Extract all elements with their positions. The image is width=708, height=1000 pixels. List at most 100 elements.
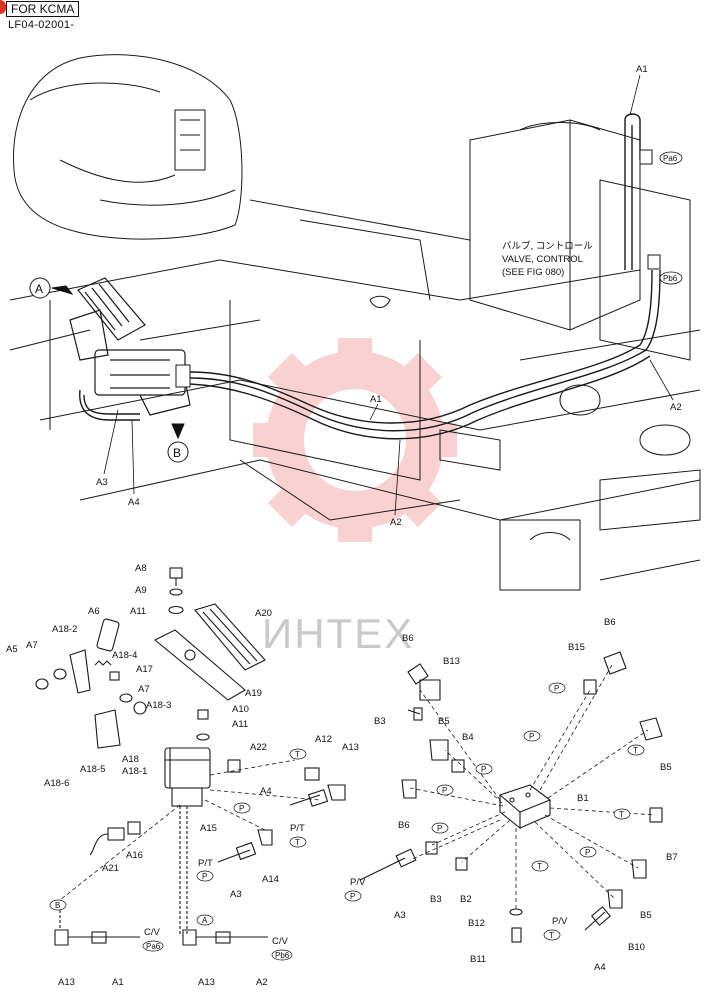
part-label-b1: B1 bbox=[577, 793, 589, 804]
part-label-a6: A6 bbox=[88, 606, 100, 617]
part-label-a3-mid: A3 bbox=[230, 889, 242, 900]
watermark-gear-icon bbox=[253, 338, 457, 542]
line-label-pt-2: P/T bbox=[198, 858, 213, 869]
part-label-a18-1: A18-1 bbox=[122, 766, 147, 777]
svg-text:A: A bbox=[202, 916, 208, 925]
svg-text:T: T bbox=[295, 838, 300, 847]
part-label-a14: A14 bbox=[262, 874, 279, 885]
part-label-a10: A10 bbox=[232, 704, 249, 715]
watermark-text: ИНТЕХ bbox=[262, 610, 414, 657]
part-label-a13-top: A13 bbox=[342, 742, 359, 753]
part-label-b7: B7 bbox=[666, 852, 678, 863]
part-label-b5-lower: B5 bbox=[640, 910, 652, 921]
svg-text:P: P bbox=[442, 786, 447, 795]
part-label-a18-5: A18-5 bbox=[80, 764, 105, 775]
part-label-a7-left: A7 bbox=[26, 640, 38, 651]
view-a-marker: A bbox=[29, 277, 74, 299]
part-label-a15: A15 bbox=[200, 823, 217, 834]
part-label-a2-mid: A2 bbox=[390, 517, 402, 528]
part-label-a18-4: A18-4 bbox=[112, 650, 137, 661]
part-label-a4-right: A4 bbox=[594, 962, 606, 973]
svg-text:P: P bbox=[529, 732, 534, 741]
part-label-b15: B15 bbox=[568, 642, 585, 653]
port-tags-right: P P T P P T P P T P T bbox=[344, 682, 645, 941]
part-label-a21: A21 bbox=[102, 863, 119, 874]
part-label-a16: A16 bbox=[126, 850, 143, 861]
top-callouts: A1 バルブ, コントロール VALVE, CONTROL (SEE FIG 0… bbox=[96, 64, 682, 528]
pedal-valve-assembly bbox=[69, 277, 191, 416]
svg-text:P: P bbox=[554, 684, 559, 693]
svg-text:Pb6: Pb6 bbox=[663, 274, 678, 283]
part-label-a18-3: A18-3 bbox=[146, 700, 171, 711]
line-label-cv-2: C/V bbox=[272, 936, 289, 947]
part-label-a8: A8 bbox=[135, 563, 147, 574]
svg-text:T: T bbox=[633, 746, 638, 755]
pedal-valve-exploded bbox=[35, 567, 346, 946]
line-label-cv-1: C/V bbox=[144, 927, 161, 938]
part-label-a2-bottom: A2 bbox=[256, 977, 268, 988]
part-label-a17: A17 bbox=[136, 664, 153, 675]
dashed-leaders-right bbox=[409, 664, 656, 910]
part-label-b6-lower: B6 bbox=[398, 820, 410, 831]
part-label-a11-top: A11 bbox=[130, 606, 146, 617]
part-label-b12: B12 bbox=[468, 918, 485, 929]
svg-text:P: P bbox=[585, 848, 590, 857]
svg-text:Pa6: Pa6 bbox=[146, 942, 161, 951]
part-label-b5-left: B5 bbox=[438, 716, 450, 727]
part-label-a11-bottom: A11 bbox=[232, 719, 248, 730]
part-label-a1-bottom: A1 bbox=[112, 977, 124, 988]
valve-callout-ref: (SEE FIG 080) bbox=[502, 267, 564, 278]
dashed-leaders-left bbox=[59, 759, 321, 901]
machine-frame bbox=[9, 54, 701, 591]
part-label-b11: B11 bbox=[470, 954, 486, 965]
part-label-a18-6: A18-6 bbox=[44, 778, 69, 789]
labels-pedal-exploded: A8 A9 A11 A20 A6 A18-2 A7 A5 A18-4 A17 A… bbox=[6, 563, 359, 988]
part-label-a4-mid: A4 bbox=[260, 786, 272, 797]
valve-callout-en: VALVE, CONTROL bbox=[502, 254, 583, 265]
part-label-a18: A18 bbox=[122, 754, 139, 765]
part-label-a7-mid: A7 bbox=[138, 684, 150, 695]
svg-text:P: P bbox=[239, 804, 244, 813]
valve-callout-jp: バルブ, コントロール bbox=[502, 240, 593, 252]
part-label-a1-mid: A1 bbox=[370, 394, 382, 405]
part-label-b4: B4 bbox=[462, 732, 474, 743]
svg-text:P: P bbox=[437, 824, 442, 833]
part-label-b5-right: B5 bbox=[660, 762, 672, 773]
manifold-exploded bbox=[359, 651, 663, 943]
svg-text:T: T bbox=[537, 862, 542, 871]
port-tags-left: T P T P B A Pa6 Pb6 bbox=[49, 748, 307, 961]
svg-text:B: B bbox=[173, 446, 181, 460]
part-label-a4-top: A4 bbox=[128, 497, 140, 508]
part-label-a9: A9 bbox=[135, 585, 147, 596]
line-label-pt: P/T bbox=[290, 823, 305, 834]
svg-text:A: A bbox=[35, 282, 43, 296]
part-label-a3-right: A3 bbox=[394, 910, 406, 921]
part-label-a18-2: A18-2 bbox=[52, 624, 77, 635]
model-tag: FOR KCMA bbox=[6, 1, 80, 17]
svg-text:P: P bbox=[350, 892, 355, 901]
part-label-b6-right: B6 bbox=[604, 617, 616, 628]
part-label-a2-right: A2 bbox=[670, 402, 682, 413]
svg-text:T: T bbox=[549, 931, 554, 940]
top-fittings bbox=[175, 149, 661, 388]
svg-text:P: P bbox=[481, 765, 486, 774]
part-label-a19: A19 bbox=[245, 688, 262, 699]
line-label-pv: P/V bbox=[350, 877, 366, 888]
part-label-a12: A12 bbox=[315, 734, 332, 745]
hose-runs-a1-a2 bbox=[79, 113, 661, 440]
svg-text:B: B bbox=[55, 901, 60, 910]
svg-text:Pa6: Pa6 bbox=[663, 154, 678, 163]
view-b-marker: B bbox=[167, 423, 189, 463]
part-label-a1-top: A1 bbox=[636, 64, 648, 75]
part-label-b2: B2 bbox=[460, 894, 472, 905]
svg-text:P: P bbox=[202, 872, 207, 881]
labels-manifold-exploded: B6 B13 B3 B5 B4 B6 B3 B2 P/V A3 B12 B11 … bbox=[350, 617, 678, 973]
line-label-pv-2: P/V bbox=[552, 916, 568, 927]
part-label-b13: B13 bbox=[443, 656, 460, 667]
part-label-a5: A5 bbox=[6, 644, 18, 655]
figure-code: LF04-02001- bbox=[8, 19, 75, 31]
part-label-a22: A22 bbox=[250, 742, 267, 753]
part-label-a13-b2: A13 bbox=[198, 977, 215, 988]
